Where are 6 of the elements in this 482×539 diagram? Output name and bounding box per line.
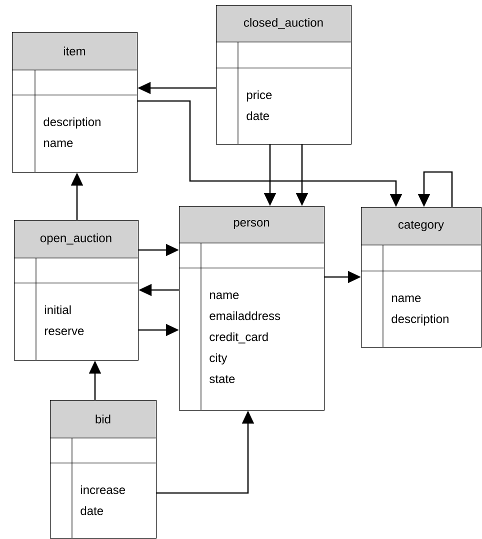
entity-table: closed_auction price date bbox=[216, 5, 352, 145]
entity-table: category name description bbox=[360, 207, 482, 348]
entity-table: person name emailaddress credit_card city state bbox=[178, 206, 325, 411]
entity-table: bid increase date bbox=[50, 400, 157, 539]
entity-table: open_auction initial reserve bbox=[14, 220, 139, 361]
entity-table: item description name bbox=[12, 32, 138, 173]
